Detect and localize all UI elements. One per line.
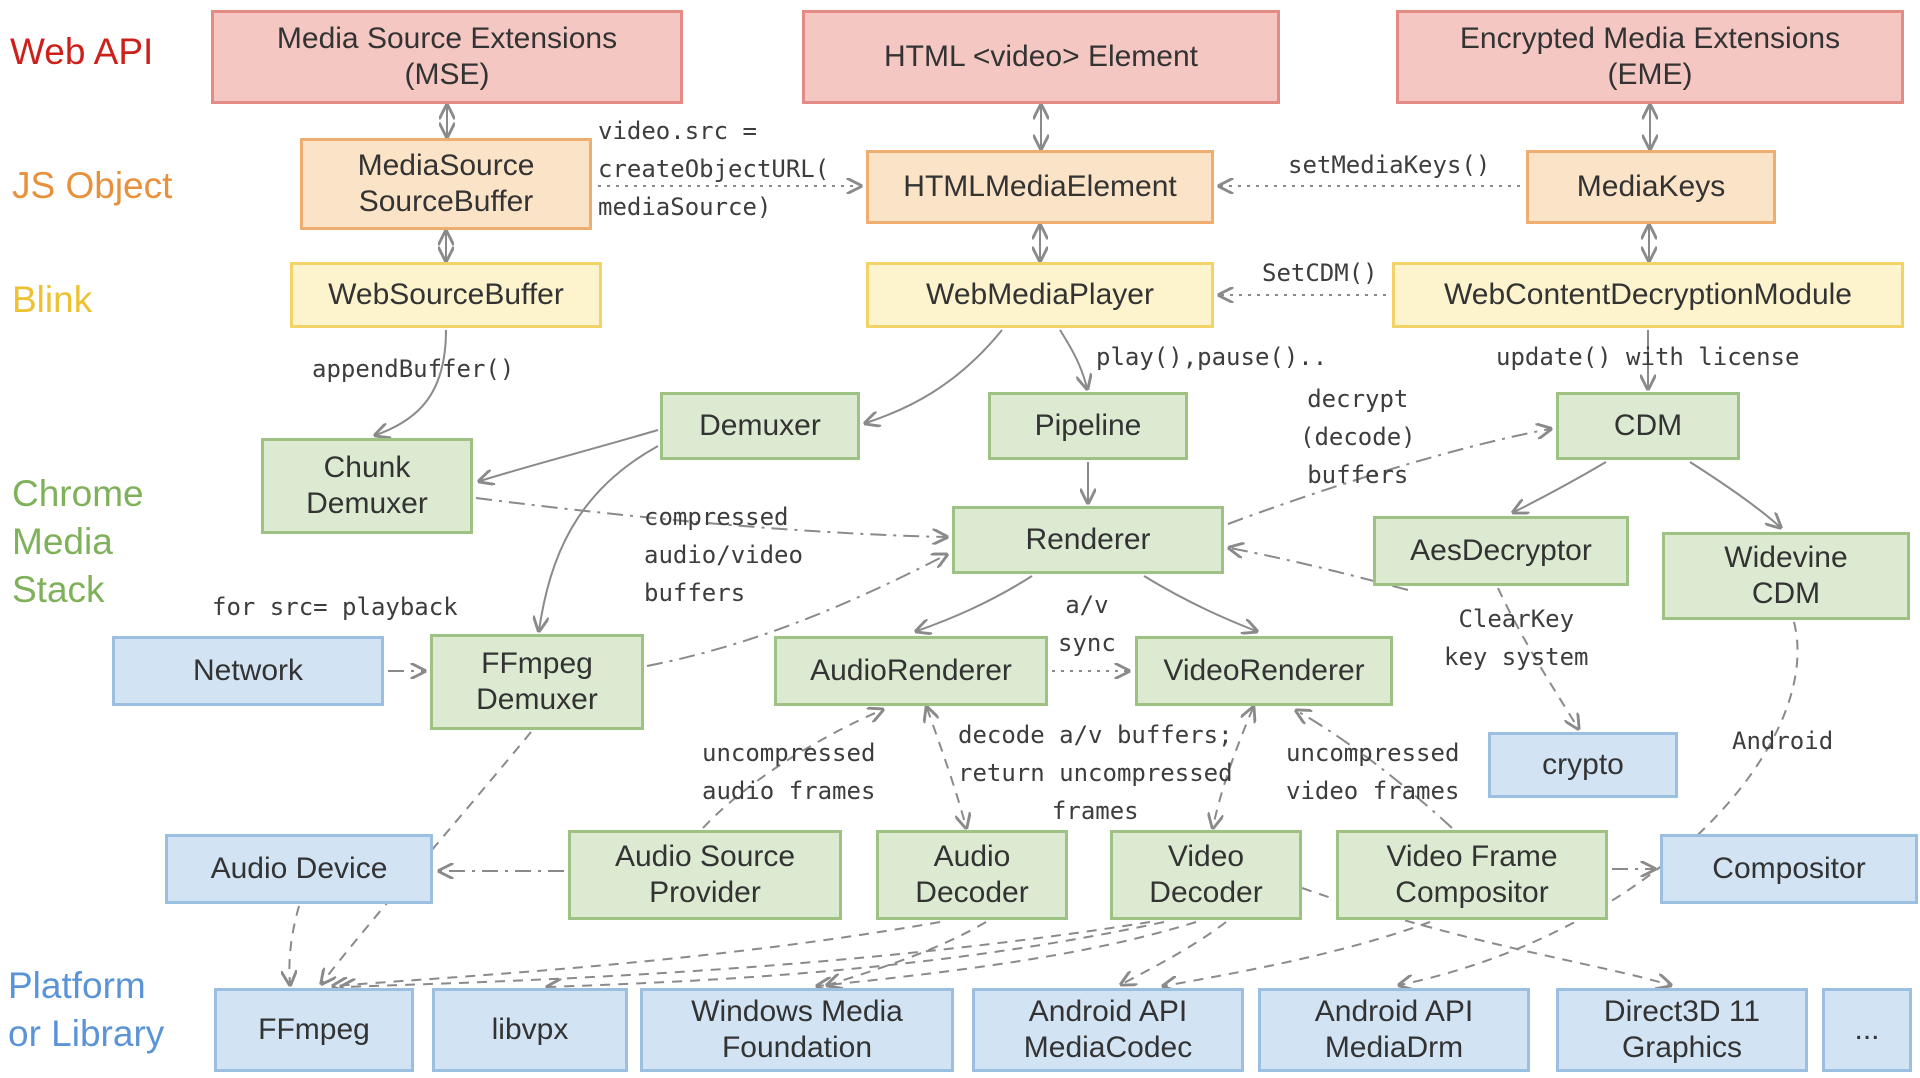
edge-label-uncompressed-video: uncompressed video frames (1286, 739, 1460, 805)
edge-demuxer-ffmpegdemuxer (539, 445, 659, 630)
edge-label-clearkey: ClearKey key system (1444, 605, 1589, 671)
edge-cdm-widevine (1689, 461, 1780, 527)
edge-cdm-aesdecryptor (1514, 461, 1607, 512)
node-pipeline: Pipeline (988, 392, 1188, 460)
edge-label-update-license: update() with license (1496, 343, 1800, 371)
edge-ffmpegdemuxer-renderer (646, 555, 946, 667)
node-cdm: CDM (1556, 392, 1740, 460)
edge-label-for-src-playback: for src= playback (212, 593, 458, 621)
node-audio-renderer: AudioRenderer (774, 636, 1048, 706)
layer-label-chrome-media-stack: Chrome Media Stack (12, 473, 144, 611)
node-video-frame-compositor: Video Frame Compositor (1336, 830, 1608, 920)
node-ffmpeg: FFmpeg (214, 988, 414, 1072)
edge-webmediaplayer-pipeline (1059, 329, 1087, 388)
node-websourcebuffer: WebSourceBuffer (290, 262, 602, 328)
node-compositor: Compositor (1660, 834, 1918, 904)
node-windows-media-foundation: Windows Media Foundation (640, 988, 954, 1072)
edge-webmediaplayer-demuxer (866, 329, 1003, 423)
node-audio-decoder: Audio Decoder (876, 830, 1068, 920)
edge-websourcebuffer-chunkdemuxer (376, 329, 447, 435)
edge-videodecoder-mediacodec (1122, 921, 1227, 984)
node-video-renderer: VideoRenderer (1135, 636, 1393, 706)
edge-ffmpegdemuxer-ffmpeg (322, 731, 532, 983)
edge-videorenderer-videodecoder (1213, 708, 1253, 827)
node-libvpx: libvpx (432, 988, 628, 1072)
layer-label-platform-or-library: Platform or Library (8, 965, 165, 1055)
node-mediakeys: MediaKeys (1526, 150, 1776, 224)
edge-chunkdemuxer-renderer (475, 497, 946, 537)
node-mse: Media Source Extensions (MSE) (211, 10, 683, 104)
node-aes-decryptor: AesDecryptor (1373, 516, 1629, 586)
layer-label-js-object: JS Object (12, 165, 173, 206)
edge-label-play-pause: play(),pause().. (1096, 343, 1328, 371)
edge-demuxer-chunkdemuxer (480, 429, 659, 481)
edge-videodecoder-ffmpeg (342, 921, 1151, 987)
layer-label-web-api: Web API (10, 31, 154, 72)
node-html-video-element: HTML <video> Element (802, 10, 1280, 104)
edge-framecompositor-videorenderer (1297, 711, 1453, 829)
edge-renderer-videorenderer (1143, 575, 1256, 631)
edge-widevine-mediadrm (1400, 621, 1799, 985)
node-android-mediacodec: Android API MediaCodec (972, 988, 1244, 1072)
edge-label-appendbuffer: appendBuffer() (312, 355, 515, 383)
edge-aesdecryptor-crypto (1497, 587, 1578, 728)
node-webcontentdecryptionmodule: WebContentDecryptionModule (1392, 262, 1904, 328)
edge-videodecoder-wmf (818, 921, 1197, 986)
node-ffmpeg-demuxer: FFmpeg Demuxer (430, 634, 644, 730)
node-htmlmediaelement: HTMLMediaElement (866, 150, 1214, 224)
edge-audiodecoder-ffmpeg (334, 921, 941, 986)
edge-videodecoder-libvpx (548, 921, 1165, 987)
edge-label-android: Android (1732, 727, 1834, 755)
edge-label-setmediakeys: setMediaKeys() (1288, 151, 1491, 179)
edge-videodecoder-d3d11 (1301, 887, 1670, 985)
edge-label-decode-av: decode a/v buffers; return uncompressed … (958, 721, 1233, 825)
node-widevine-cdm: Widevine CDM (1662, 532, 1910, 620)
edge-audiorenderer-audiodecoder (927, 708, 966, 827)
node-eme: Encrypted Media Extensions (EME) (1396, 10, 1904, 104)
edge-label-video-src: video.src = createObjectURL( mediaSource… (598, 117, 830, 221)
node-mediasource-sourcebuffer: MediaSource SourceBuffer (300, 138, 592, 230)
edge-audiodecoder-wmf (828, 921, 987, 985)
node-audio-device: Audio Device (165, 834, 433, 904)
edge-label-uncompressed-audio: uncompressed audio frames (702, 739, 876, 805)
node-demuxer: Demuxer (660, 392, 860, 460)
edge-framecompositor-mediacodec (1164, 921, 1431, 986)
node-network: Network (112, 636, 384, 706)
node-renderer: Renderer (952, 506, 1224, 574)
edge-label-av-sync: a/v sync (1058, 591, 1116, 657)
node-direct3d11: Direct3D 11 Graphics (1556, 988, 1808, 1072)
edge-label-compressed-buffers: compressed audio/video buffers (644, 503, 803, 607)
node-chunk-demuxer: Chunk Demuxer (261, 438, 473, 534)
edge-renderer-audiorenderer (917, 575, 1033, 631)
edge-label-setcdm: SetCDM() (1262, 259, 1378, 287)
node-audio-source-provider: Audio Source Provider (568, 830, 842, 920)
edge-audiodevice-ffmpeg (289, 905, 300, 984)
node-more-libraries: ... (1822, 988, 1912, 1072)
node-crypto: crypto (1488, 732, 1678, 798)
edge-audiosourceprovider-audiorenderer (702, 710, 882, 829)
layer-label-blink: Blink (12, 279, 93, 320)
node-android-mediadrm: Android API MediaDrm (1258, 988, 1530, 1072)
node-webmediaplayer: WebMediaPlayer (866, 262, 1214, 328)
node-video-decoder: Video Decoder (1110, 830, 1302, 920)
edge-label-decrypt-buffers: decrypt (decode) buffers (1300, 385, 1416, 489)
edge-renderer-to-cdm (1227, 429, 1550, 525)
